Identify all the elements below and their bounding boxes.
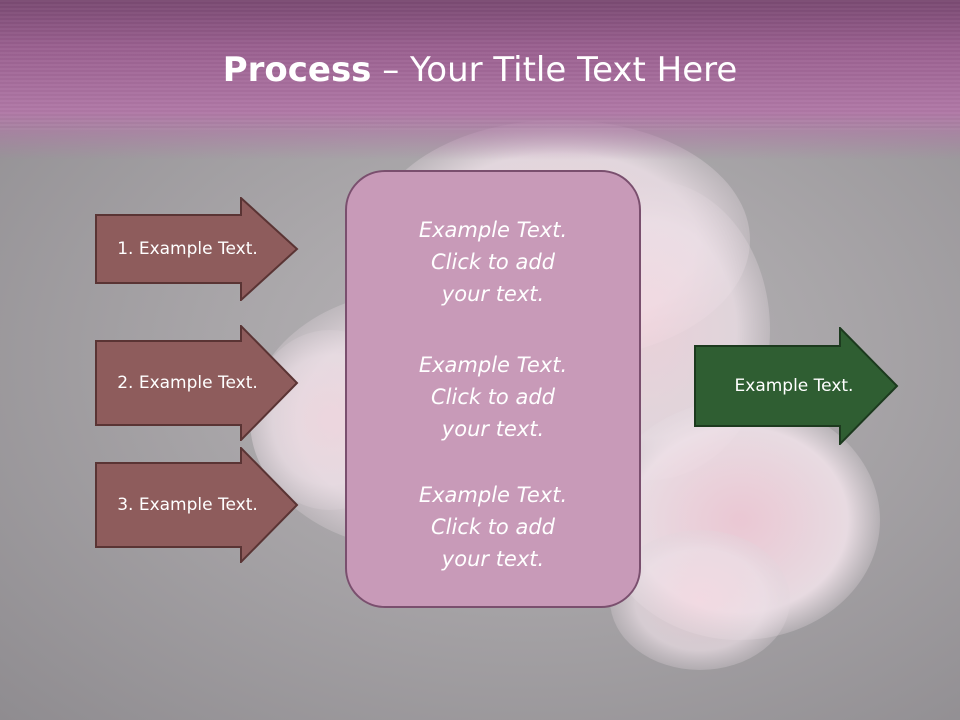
left-arrow-3[interactable]: 3. Example Text. — [95, 447, 300, 563]
left-arrow-2[interactable]: 2. Example Text. — [95, 325, 300, 441]
title-bar — [0, 0, 960, 160]
center-text-box[interactable]: Example Text. Click to add your text. Ex… — [345, 170, 641, 608]
title-bold-part: Process — [222, 50, 372, 90]
left-arrow-1[interactable]: 1. Example Text. — [95, 197, 300, 301]
left-arrow-3-label: 3. Example Text. — [117, 495, 258, 515]
left-arrow-2-label: 2. Example Text. — [117, 373, 258, 393]
left-arrow-1-label: 1. Example Text. — [117, 239, 258, 259]
right-arrow[interactable]: Example Text. — [694, 327, 900, 445]
arrow-shape-icon — [95, 325, 299, 441]
arrow-shape-icon — [95, 447, 299, 563]
arrow-shape-icon — [95, 197, 299, 301]
right-arrow-label: Example Text. — [734, 376, 854, 396]
arrow-shape-icon — [694, 327, 899, 445]
center-text-item-3[interactable]: Example Text. Click to add your text. — [418, 483, 568, 571]
title-rest-part: – Your Title Text Here — [371, 50, 738, 90]
center-text-item-2[interactable]: Example Text. Click to add your text. — [418, 353, 568, 441]
title-bar-texture — [0, 0, 960, 130]
center-text-item-1[interactable]: Example Text. Click to add your text. — [418, 218, 568, 306]
slide-title[interactable]: Process – Your Title Text Here — [0, 50, 960, 90]
